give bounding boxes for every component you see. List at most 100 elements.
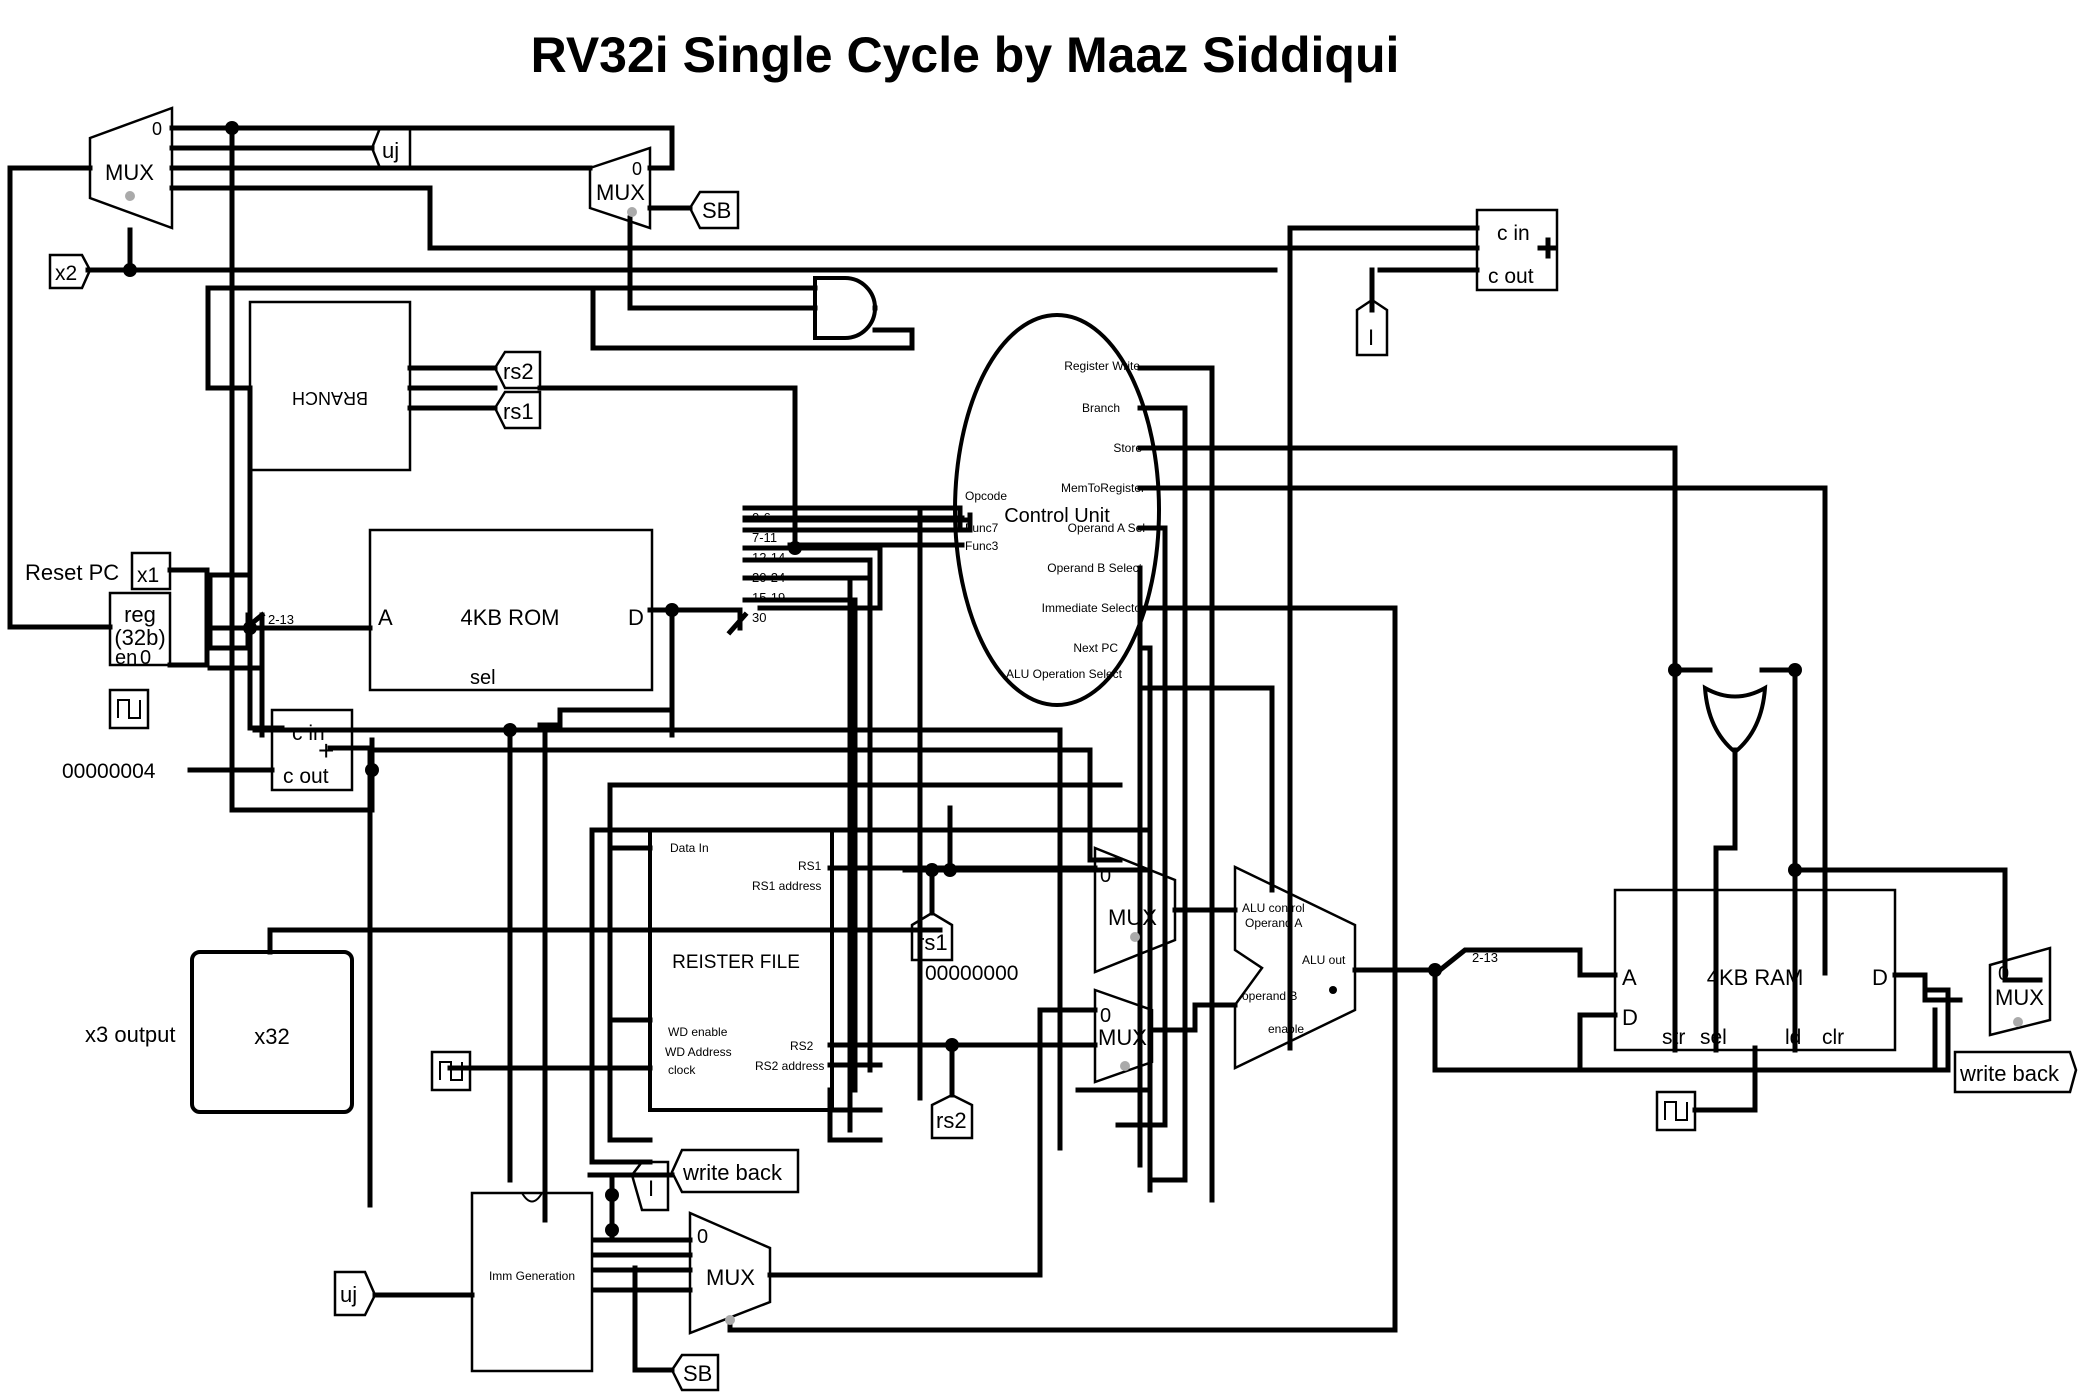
pc-mux-zero: 0 [152,119,162,139]
split-field-30: 30 [752,610,766,625]
pc-clock-icon [108,688,150,730]
pc-register-name: reg [124,602,156,627]
regfile-rs2-out: RS2 [790,1039,814,1053]
control-func7-port: Func7 [965,521,999,535]
control-immediate-selector: Immediate Selector [1042,601,1145,615]
control-mem-to-register: MemToRegister [1061,481,1145,495]
imm-gen-box [470,1191,594,1373]
x2-label: x2 [55,262,77,285]
pc-mux-label: MUX [105,160,154,185]
control-store: Store [1113,441,1142,455]
branch-unit: BRANCH rs2 rs1 [248,300,542,472]
control-unit: Control Unit Opcode Func7 Func3 Register… [953,313,1161,707]
ram-clr-port: clr [1822,1026,1844,1049]
rom-box [368,528,654,692]
register-file-box [648,828,834,1112]
wires [7,125,2043,1373]
control-opcode-port: Opcode [965,489,1007,503]
ram-clock-icon [1655,1090,1697,1132]
control-unit-title: Control Unit [1004,505,1110,527]
imm-mux-label: MUX [706,1265,755,1290]
ram-address-port: A [1622,965,1637,990]
split-field-12-14: 12-14 [752,550,785,565]
regfile-wd-enable: WD enable [668,1025,728,1039]
zero-constant: 00000000 [925,962,1018,985]
pc-register-width: (32b) [114,625,165,650]
sb-tunnel-imm-label: SB [683,1361,712,1386]
write-back-tunnel-imm-label: write back [682,1160,783,1185]
x3-output-label: x3 output [85,1022,176,1047]
data-ram: 4KB RAM A D D str sel ld clr 2-13 [1472,684,1897,1132]
branch-title: BRANCH [292,388,368,408]
rom-address-split: 2-13 [268,612,294,627]
control-unit-shape [953,313,1161,707]
alu: ALU control Operand A ALU out operand B … [1233,865,1357,1070]
x1-label: x1 [137,564,159,587]
control-alu-operation-select: ALU Operation Select [1006,667,1123,681]
regfile-rs1-out: RS1 [798,859,822,873]
rom-title: 4KB ROM [460,605,559,630]
ram-box [1613,888,1897,1052]
control-branch: Branch [1082,401,1120,415]
rs2-tunnel-branch [493,350,542,390]
rs1-tunnel-branch [493,390,542,430]
x3-output-box [190,950,354,1114]
split-field-7-11: 7-11 [752,530,777,545]
uj-tunnel-imm-label: uj [340,1282,357,1307]
imm-generation: Imm Generation uj SB I write back [333,1148,800,1392]
imm-mux: MUX 0 [688,1211,772,1335]
operand-a-mux: MUX 0 [1093,846,1177,974]
rs2-tunnel-regfile-label: rs2 [936,1108,967,1133]
wb-mux-label: MUX [1995,985,2044,1010]
ram-data-in-port: D [1622,1005,1638,1030]
control-operand-b-select: Operand B Select [1047,561,1142,575]
ram-data-out-port: D [1872,965,1888,990]
regfile-clock-icon [430,1050,472,1092]
ram-sel-port: sel [1700,1026,1727,1049]
split-field-20-24: 20-24 [752,570,785,585]
alu-out-port: ALU out [1302,953,1346,967]
pc-adder-cout: c out [283,765,329,788]
rom-data-port: D [628,605,644,630]
rom-sel-port: sel [470,667,496,689]
i-tunnel-top-label: I [1368,325,1374,350]
uj-tunnel-top [370,126,412,170]
mux-b-label: MUX [1098,1025,1147,1050]
alu-enable-port: enable [1268,1022,1304,1036]
imm-mux-zero: 0 [697,1226,708,1248]
rom-address-port: A [378,605,393,630]
control-register-write: Register Write [1064,359,1140,373]
or-gate [1702,684,1768,755]
branch-box [248,300,412,472]
regfile-clock: clock [668,1063,696,1077]
pc-register-box [108,591,172,667]
sb-mux-label: MUX [596,180,645,205]
split-field-0-6: 0-6 [752,510,771,525]
x3-output-value: x32 [254,1024,289,1049]
write-back-tunnel-imm [670,1148,800,1194]
regfile-rs2-address: RS2 address [755,1059,824,1073]
uj-tunnel-top-label: uj [382,138,399,163]
sb-tunnel-imm [670,1353,720,1392]
pc-register: Reset PC x1 reg (32b) en 0 x2 [25,253,210,730]
mux-a-shape [1093,846,1177,974]
control-func3-port: Func3 [965,539,999,553]
i-tunnel-top [1355,298,1389,357]
top-adder: c in c out I [1355,208,1559,357]
instruction-rom: 4KB ROM A D sel 2-13 [268,528,654,692]
register-file: REISTER FILE Data In RS1 RS1 address WD … [430,828,1018,1140]
diagram-title: RV32i Single Cycle by Maaz Siddiqui [531,27,1400,83]
write-back-tunnel-right-label: write back [1959,1061,2060,1086]
i-tunnel-imm [630,1160,670,1212]
rs1-tunnel-branch-label: rs1 [503,399,534,424]
imm-gen-title: Imm Generation [489,1269,575,1283]
pc-register-enable-value: 0 [140,647,151,669]
wb-mux-zero: 0 [1998,963,2009,985]
control-next-pc: Next PC [1073,641,1118,655]
sb-mux: MUX 0 SB [588,146,740,230]
pc-mux-shape [88,106,174,230]
alu-shape [1233,865,1357,1070]
instruction-splitter: 0-6 7-11 12-14 20-24 15-19 30 [752,510,785,625]
alu-operand-b-port: operand B [1242,989,1297,1003]
